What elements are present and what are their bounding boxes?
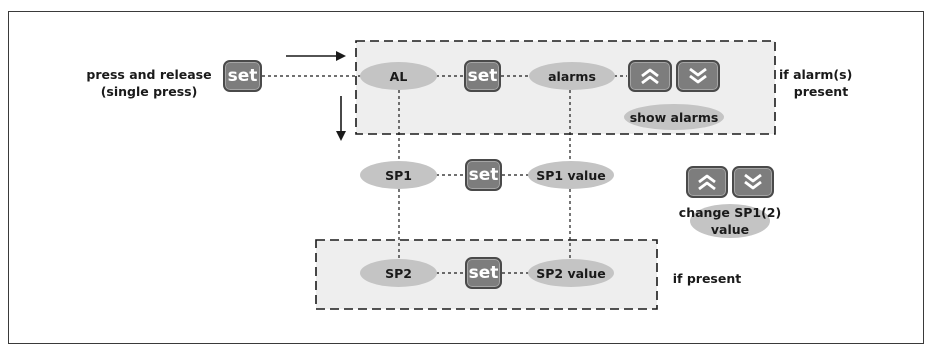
change-sp-line2: value: [710, 222, 750, 237]
flow-arrows: [286, 51, 346, 141]
set-key-al[interactable]: set: [464, 60, 501, 92]
sp2-value-item: SP2 value: [528, 259, 614, 287]
down-key-alarms[interactable]: [676, 60, 720, 92]
set-key-label: set: [467, 66, 498, 86]
chevron-double-down-icon: [744, 173, 762, 190]
alarms-item: alarms: [529, 62, 615, 90]
sp1-menu-item: SP1: [360, 161, 437, 189]
chevron-double-up-icon: [641, 68, 659, 85]
set-key-start[interactable]: set: [223, 60, 262, 92]
instruction-line2: (single press): [100, 84, 198, 99]
if-present-label: if present: [672, 271, 742, 286]
chevron-double-up-icon: [698, 174, 716, 191]
if-alarms-line1: if alarm(s): [779, 67, 853, 82]
chevron-double-down-icon: [689, 67, 707, 84]
al-menu-item: AL: [360, 62, 437, 90]
show-alarms-label: show alarms: [624, 104, 724, 130]
up-key-alarms[interactable]: [628, 60, 672, 92]
set-key-label: set: [468, 165, 499, 185]
set-key-label: set: [227, 66, 258, 86]
change-sp-line1: change SP1(2): [678, 205, 782, 220]
instruction-line1: press and release: [86, 67, 212, 82]
down-key-change[interactable]: [732, 166, 774, 198]
sp2-menu-item: SP2: [360, 259, 437, 287]
outer-frame: [8, 11, 924, 344]
set-key-sp2[interactable]: set: [465, 257, 502, 289]
if-alarms-line2: present: [793, 84, 849, 99]
sp1-value-item: SP1 value: [528, 161, 614, 189]
connector-lines: [262, 75, 627, 274]
change-sp-oval: [690, 204, 770, 238]
up-key-change[interactable]: [686, 166, 728, 198]
set-key-sp1[interactable]: set: [465, 159, 502, 191]
set-key-label: set: [468, 263, 499, 283]
